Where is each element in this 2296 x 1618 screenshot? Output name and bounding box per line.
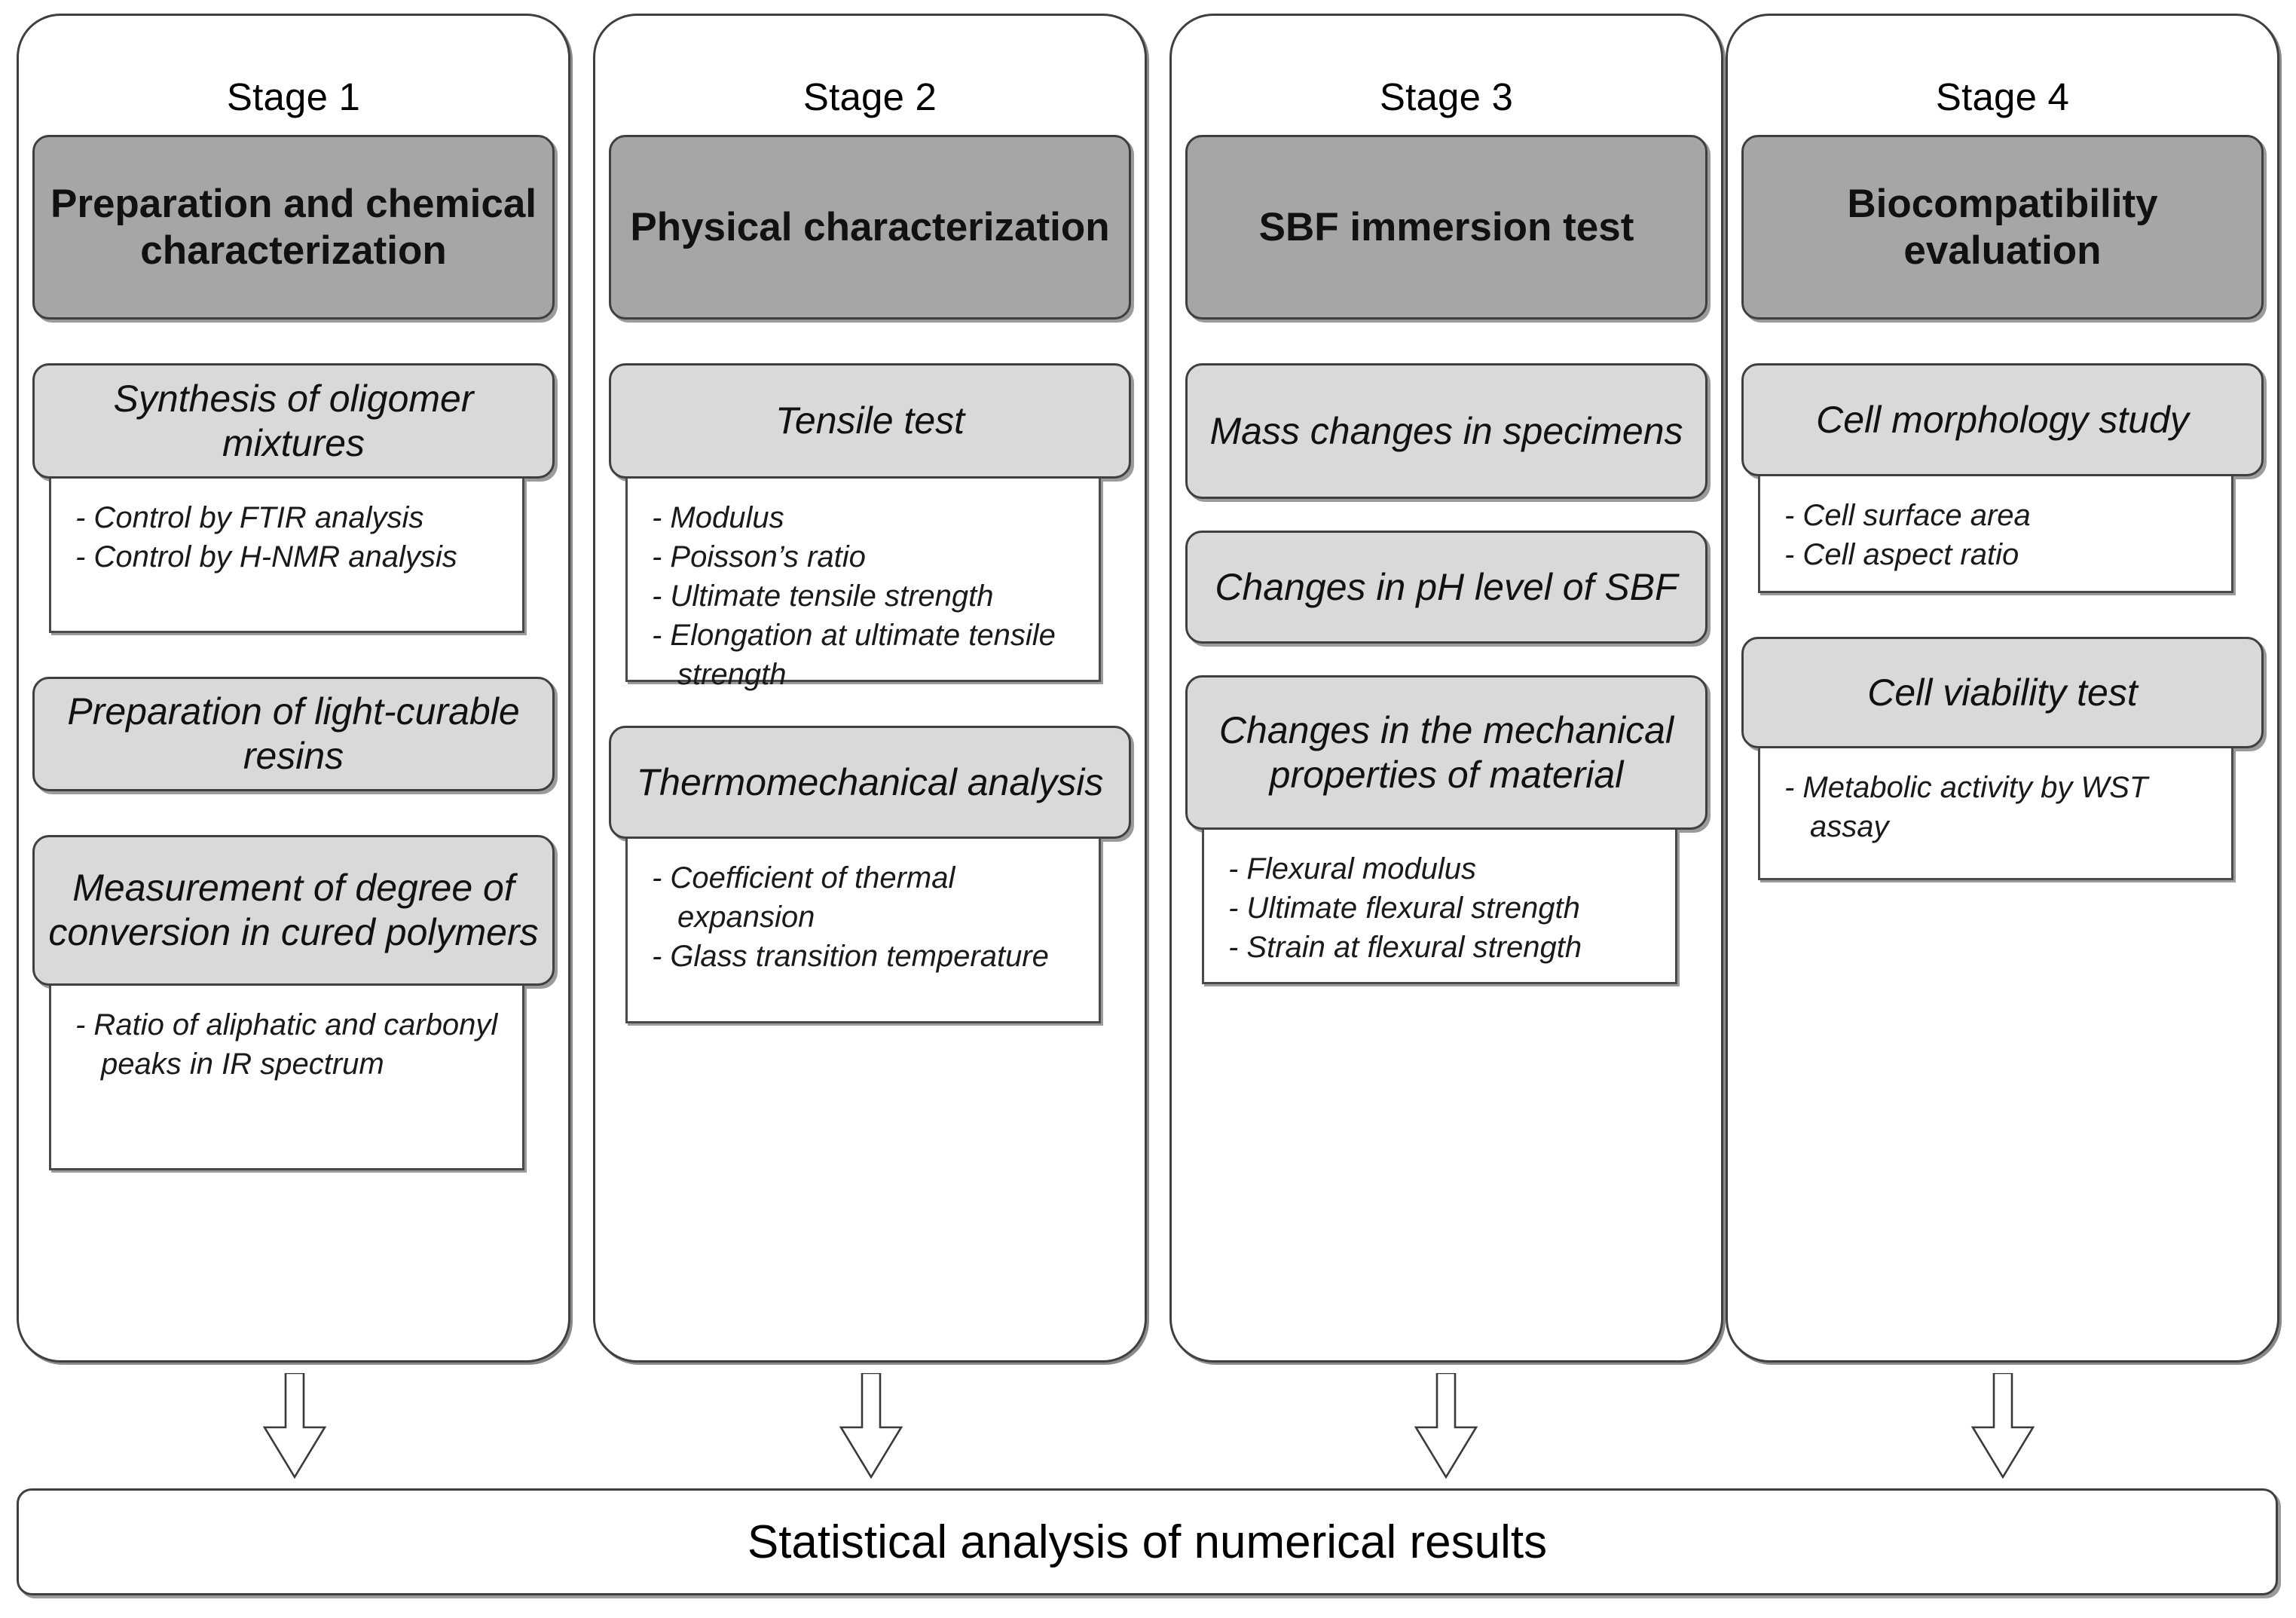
down-arrow-stage-3 xyxy=(1411,1373,1481,1479)
stage-column-2: Stage 2 Physical characterization Tensil… xyxy=(593,14,1147,1363)
stage-label-2: Stage 2 xyxy=(803,75,937,118)
down-arrow-stage-4 xyxy=(1968,1373,2038,1479)
stage-header-box-4: Biocompatibility evaluation xyxy=(1741,135,2264,320)
stage-header-box-2: Physical characterization xyxy=(609,135,1131,320)
stage-content-4: Biocompatibility evaluation Cell morphol… xyxy=(1741,135,2264,1347)
stage-header-box-3: SBF immersion test xyxy=(1185,135,1707,320)
stage-2-block-0-title: Tensile test xyxy=(609,363,1131,479)
stage-1-block-2-title: Measurement of degree of conversion in c… xyxy=(32,835,555,986)
stage-1-block-0-details: - Control by FTIR analysis - Control by … xyxy=(49,479,524,633)
detail-line: - Cell aspect ratio xyxy=(1784,538,2019,571)
down-arrow-stage-1 xyxy=(260,1373,329,1479)
down-arrow-stage-2 xyxy=(836,1373,906,1479)
stage-3-block-0-title: Mass changes in specimens xyxy=(1185,363,1707,499)
detail-line: - Ultimate flexural strength xyxy=(1228,892,1580,925)
stage-4-block-0-details: - Cell surface area - Cell aspect ratio xyxy=(1758,476,2233,593)
stage-3-block-2-details: - Flexural modulus - Ultimate flexural s… xyxy=(1202,830,1677,984)
detail-line: - Modulus xyxy=(652,501,784,534)
detail-line: - Elongation at ultimate tensile strengt… xyxy=(652,619,1056,691)
stage-3-block-1-title: Changes in pH level of SBF xyxy=(1185,531,1707,644)
detail-line: - Cell surface area xyxy=(1784,499,2031,532)
stage-column-3: Stage 3 SBF immersion test Mass changes … xyxy=(1169,14,1723,1363)
stage-1-block-1-title: Preparation of light-curable resins xyxy=(32,677,555,791)
detail-line: - Strain at flexural strength xyxy=(1228,931,1582,964)
stage-4-block-1-details: - Metabolic activity by WST assay xyxy=(1758,748,2233,880)
detail-line: - Poisson’s ratio xyxy=(652,540,866,573)
stage-4-block-0-title: Cell morphology study xyxy=(1741,363,2264,476)
banner-label: Statistical analysis of numerical result… xyxy=(747,1516,1548,1568)
stage-1-block-2-details: - Ratio of aliphatic and carbonyl peaks … xyxy=(49,986,524,1170)
stage-2-block-0-details: - Modulus - Poisson’s ratio - Ultimate t… xyxy=(625,479,1101,691)
stage-content-3: SBF immersion test Mass changes in speci… xyxy=(1185,135,1707,1347)
detail-line: - Glass transition temperature xyxy=(652,940,1049,973)
detail-line: - Ultimate tensile strength xyxy=(652,580,994,613)
stage-label-3: Stage 3 xyxy=(1379,75,1514,118)
statistical-analysis-banner: Statistical analysis of numerical result… xyxy=(17,1488,2278,1595)
stage-label-4: Stage 4 xyxy=(1935,75,2070,118)
detail-line: - Control by H-NMR analysis xyxy=(75,540,457,573)
detail-line: - Metabolic activity by WST assay xyxy=(1784,771,2148,843)
stage-1-block-0-title: Synthesis of oligomer mixtures xyxy=(32,363,555,479)
stage-column-1: Stage 1 Preparation and chemical charact… xyxy=(17,14,570,1363)
detail-line: - Coefficient of thermal expansion xyxy=(652,861,955,934)
detail-line: - Control by FTIR analysis xyxy=(75,501,424,534)
stage-3-block-2-title: Changes in the mechanical properties of … xyxy=(1185,675,1707,830)
stage-header-box-1: Preparation and chemical characterizatio… xyxy=(32,135,555,320)
stage-label-1: Stage 1 xyxy=(226,75,361,118)
stage-column-4: Stage 4 Biocompatibility evaluation Cell… xyxy=(1726,14,2279,1363)
stage-4-block-1-title: Cell viability test xyxy=(1741,637,2264,748)
stage-2-block-1-details: - Coefficient of thermal expansion - Gla… xyxy=(625,839,1101,1023)
detail-line: - Ratio of aliphatic and carbonyl peaks … xyxy=(75,1008,498,1081)
detail-line: - Flexural modulus xyxy=(1228,852,1477,885)
stage-content-2: Physical characterization Tensile test -… xyxy=(609,135,1131,1347)
stage-2-block-1-title: Thermomechanical analysis xyxy=(609,726,1131,839)
stage-content-1: Preparation and chemical characterizatio… xyxy=(32,135,555,1347)
